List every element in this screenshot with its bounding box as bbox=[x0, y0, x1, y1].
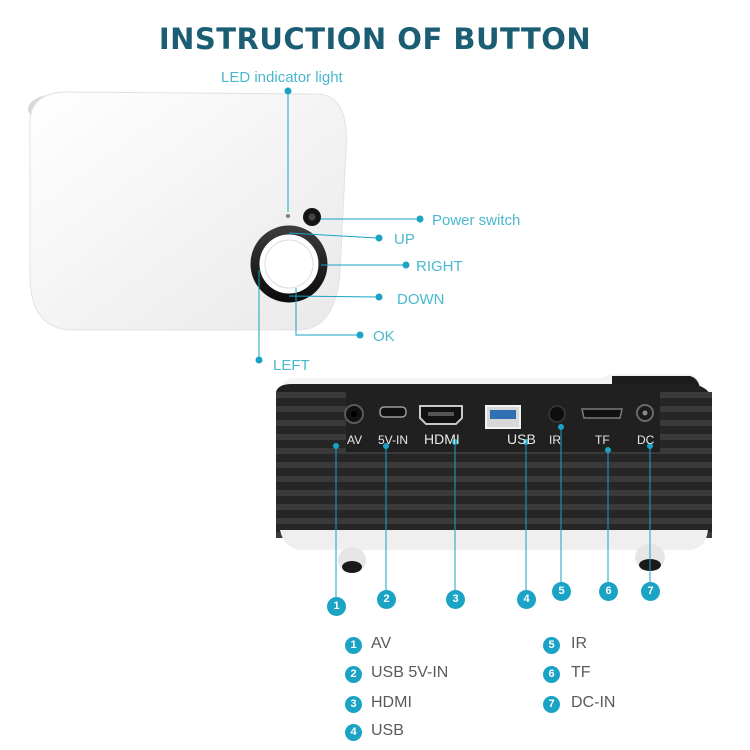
led-indicator-light bbox=[286, 214, 290, 218]
port-callouts bbox=[333, 424, 653, 599]
left-label: LEFT bbox=[273, 357, 310, 374]
tf-port-label: TF bbox=[595, 433, 610, 447]
projector-top-view bbox=[28, 91, 347, 331]
ir-port-label: IR bbox=[549, 433, 561, 447]
down-label: DOWN bbox=[397, 291, 445, 308]
5v-in-port bbox=[379, 406, 407, 418]
legend-label: USB bbox=[371, 722, 404, 739]
tf-card-slot bbox=[581, 408, 623, 419]
5v-in-port-label: 5V-IN bbox=[378, 433, 409, 447]
up-label: UP bbox=[394, 231, 415, 248]
right-label: RIGHT bbox=[416, 258, 463, 275]
projector-back-view bbox=[276, 374, 712, 573]
hdmi-port-label: HDMI bbox=[424, 431, 460, 447]
legend-number: 4 bbox=[345, 724, 362, 741]
legend-label: HDMI bbox=[371, 694, 412, 711]
callout-number-1: 1 bbox=[327, 597, 346, 616]
legend-number: 2 bbox=[345, 666, 362, 683]
callout-number-5: 5 bbox=[552, 582, 571, 601]
page-title: INSTRUCTION OF BUTTON bbox=[158, 22, 592, 56]
ir-receiver bbox=[548, 405, 566, 423]
legend-label: USB 5V-IN bbox=[371, 664, 449, 681]
usb-port-label: USB bbox=[507, 431, 536, 447]
down-callout-line bbox=[288, 295, 378, 298]
ok-label: OK bbox=[373, 328, 395, 345]
dc-port-label: DC bbox=[637, 433, 655, 447]
callout-number-6: 6 bbox=[599, 582, 618, 601]
legend-number: 5 bbox=[543, 637, 560, 654]
power-switch-label: Power switch bbox=[432, 212, 521, 229]
ok-button[interactable] bbox=[264, 239, 314, 289]
up-callout-line bbox=[288, 232, 378, 239]
legend-label: AV bbox=[371, 635, 392, 652]
legend-label: TF bbox=[571, 664, 591, 681]
legend-number: 3 bbox=[345, 696, 362, 713]
callout-number-2: 2 bbox=[377, 590, 396, 609]
button-callouts bbox=[255, 87, 424, 364]
av-port-label: AV bbox=[347, 433, 363, 447]
legend-label: IR bbox=[571, 635, 587, 652]
legend-number: 6 bbox=[543, 666, 560, 683]
legend-number: 7 bbox=[543, 696, 560, 713]
led-indicator-label: LED indicator light bbox=[221, 69, 343, 86]
legend-number: 1 bbox=[345, 637, 362, 654]
callout-number-4: 4 bbox=[517, 590, 536, 609]
led-callout-dot bbox=[284, 87, 292, 95]
legend-label: DC-IN bbox=[571, 694, 616, 711]
callout-number-7: 7 bbox=[641, 582, 660, 601]
ok-callout-line bbox=[295, 288, 358, 336]
callout-number-3: 3 bbox=[446, 590, 465, 609]
